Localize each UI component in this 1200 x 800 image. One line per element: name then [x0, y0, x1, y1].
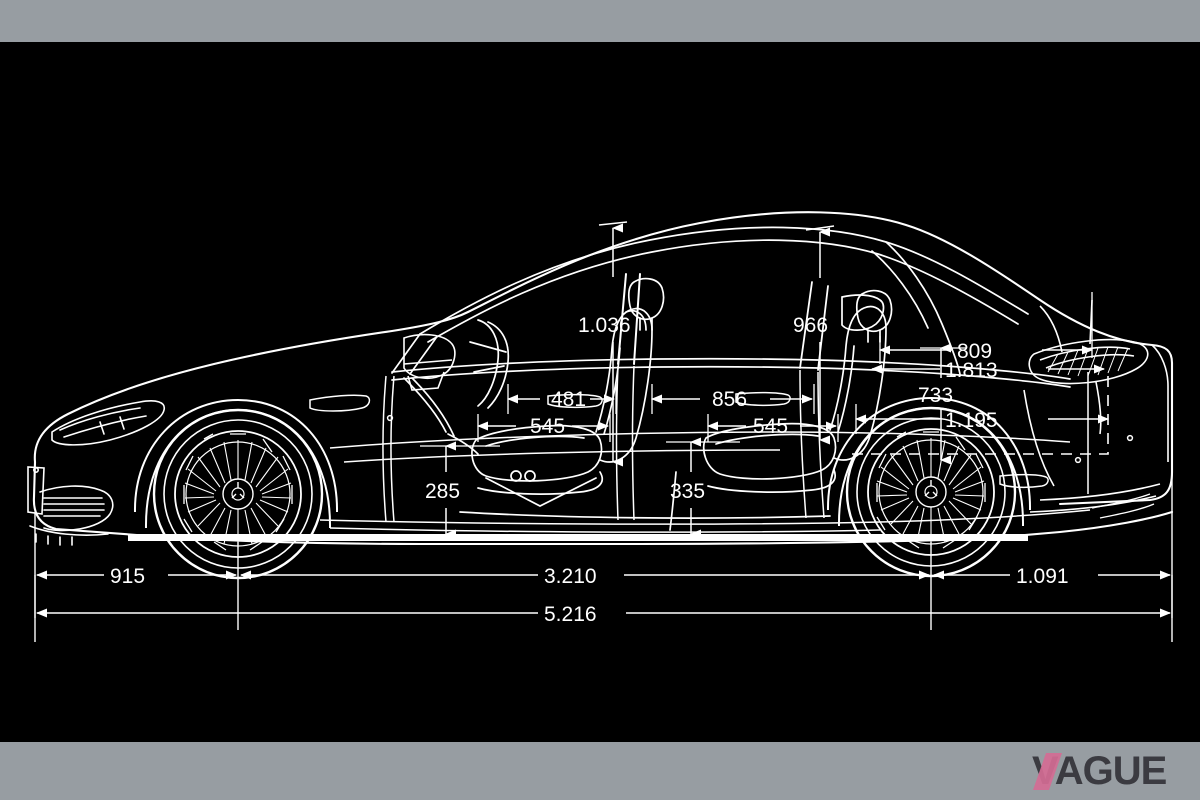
dimension-545-front: [477, 414, 611, 442]
cargo-volume-dashed-box: [852, 372, 1109, 455]
rear-end-detail: [1023, 299, 1169, 513]
diagram-canvas: 1.036 966 481 545 856 545 285 335 809 1.…: [0, 42, 1200, 742]
ground-reference-line: [128, 534, 1028, 541]
dimension-481: [507, 384, 617, 414]
front-wheel-rim-segments: [183, 433, 293, 551]
label-545-front: 545: [530, 415, 565, 438]
label-481: 481: [551, 388, 586, 411]
dimension-rear-headroom: [805, 225, 835, 445]
dimension-labels: 1.036 966 481 545 856 545 285 335 809 1.…: [110, 314, 1069, 626]
label-1195: 1.195: [945, 409, 998, 432]
front-end-detail: [27, 400, 165, 546]
label-733: 733: [918, 384, 953, 407]
vague-logo: VAGUE: [1032, 749, 1168, 793]
label-wheelbase: 3.210: [544, 565, 597, 588]
label-856: 856: [712, 388, 747, 411]
canvas-background: [0, 42, 1200, 742]
bottom-letterbox-bar: [0, 742, 1200, 800]
greenhouse-glass: [391, 226, 1071, 388]
dimension-335: [666, 437, 740, 539]
interior-package: [403, 277, 893, 531]
dimension-285: [420, 441, 500, 539]
label-809: 809: [957, 340, 992, 363]
rear-lower-detail: [1091, 493, 1155, 519]
top-letterbox-bar: [0, 0, 1200, 42]
label-285: 285: [425, 480, 460, 503]
dimension-856: [651, 384, 815, 414]
dimension-545-rear: [707, 414, 839, 442]
vehicle-dimension-svg: 1.036 966 481 545 856 545 285 335 809 1.…: [0, 42, 1200, 742]
label-front-overhang: 915: [110, 565, 145, 588]
front-wheel-spokes: [184, 440, 292, 548]
dimension-1195: [855, 404, 1109, 434]
label-545-rear: 545: [753, 415, 788, 438]
label-rear-overhang: 1.091: [1016, 565, 1069, 588]
vague-watermark: VAGUE: [1032, 748, 1182, 794]
dimension-733: [920, 343, 966, 465]
label-overall-length: 5.216: [544, 603, 597, 626]
rear-wheel-rim-segments: [876, 431, 986, 549]
label-front-headroom: 1.036: [578, 314, 631, 337]
label-335: 335: [670, 480, 705, 503]
label-1813: 1.813: [945, 359, 998, 382]
label-rear-headroom: 966: [793, 314, 828, 337]
vague-logo-accent-stroke: [1033, 753, 1062, 790]
dimension-row-wheelbase: [34, 570, 1173, 618]
